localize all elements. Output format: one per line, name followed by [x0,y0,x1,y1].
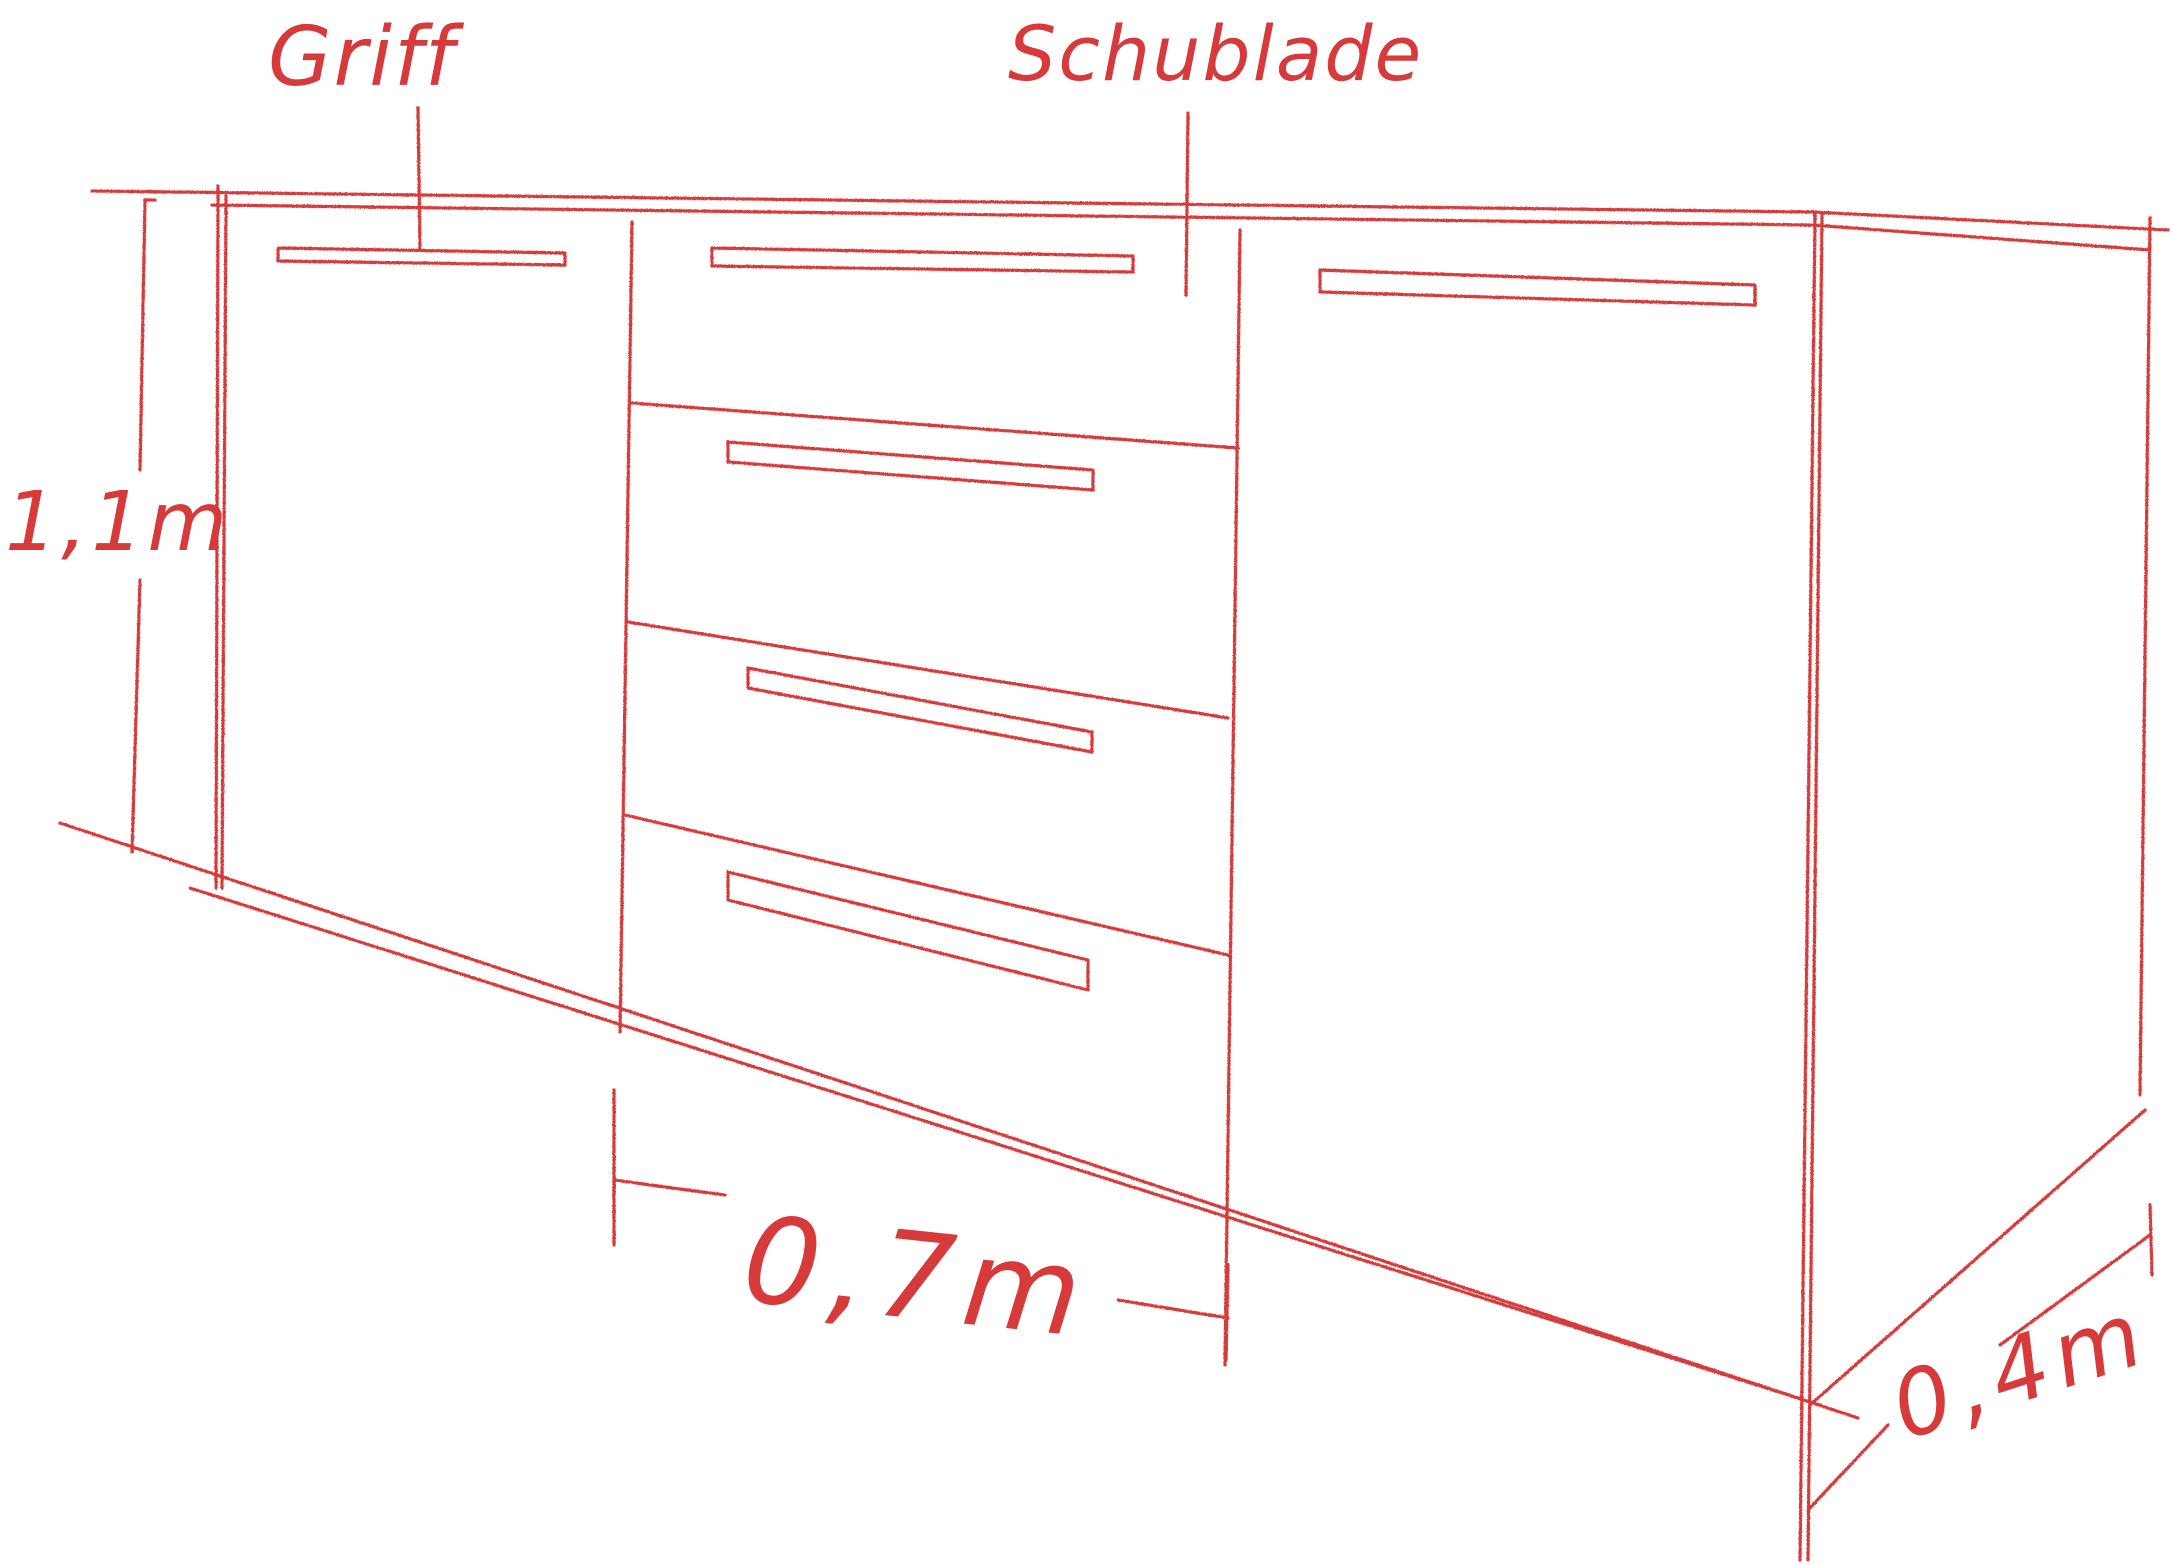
door-divider-2 [1223,228,1242,1367]
floor-line-front [58,821,1860,1420]
cabinet-front-right-edge-2 [1806,212,1824,1562]
door-divider-1 [618,220,634,1034]
depth-dim-line-upper [1998,1233,2152,1347]
cabinet-back-right-edge [2138,216,2152,1097]
height-dim-line-upper [138,198,147,472]
floor-line-side [1808,1108,2147,1407]
drawer-handle-3 [746,666,1094,754]
countertop-right-edge [1810,210,2170,232]
height-label: 1,1m [5,475,231,570]
cabinet-left-corner [220,194,228,890]
depth-dim-line-lower [1806,1423,1890,1512]
countertop-right-lower [1810,223,2152,252]
depth-dim-tick [2148,1203,2154,1277]
drawer-line-2 [626,620,1230,720]
width-dim-right-tick [1224,1263,1230,1362]
drawer-handle-4 [726,870,1090,992]
floor-line-front-2 [188,886,1822,1407]
countertop-front-edge [90,189,1814,214]
drawer-label: Schublade [1008,9,1423,98]
left-handle [276,246,567,267]
drawer-leader [1184,111,1190,297]
cabinet-front-right-edge [1798,212,1817,1562]
width-dim-line-left [612,1178,727,1197]
cabinet-left-side [214,184,220,890]
drawer-handle-2 [726,440,1095,492]
width-label: 0,7m [737,1191,1097,1366]
top-drawer-handle [710,246,1135,274]
handle-leader [416,106,422,252]
width-dim-line-right [1116,1298,1230,1320]
right-door-handle [1318,268,1757,307]
countertop-lower-edge [210,203,1814,227]
drawer-line-3 [623,813,1230,957]
drawer-line-1 [630,401,1240,450]
handle-label: Griff [268,10,465,105]
height-dim-line-lower [130,578,142,854]
